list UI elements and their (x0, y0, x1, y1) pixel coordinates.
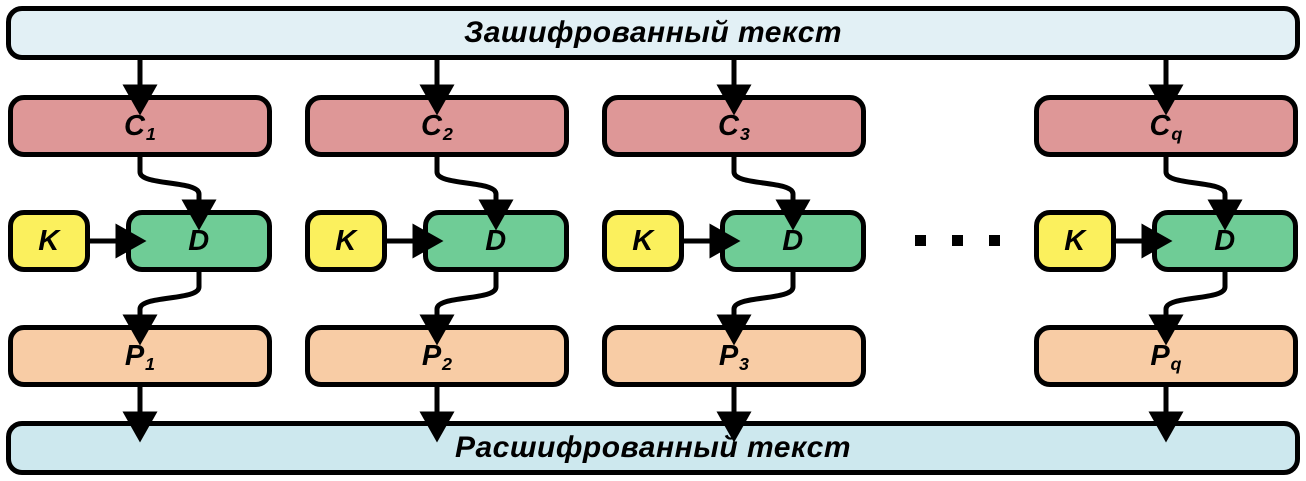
key-block-q-label: K (1064, 224, 1086, 257)
ciphertext-block-2: C2 (305, 95, 569, 157)
key-block-1: K (8, 210, 90, 272)
decrypt-block-3: D (720, 210, 866, 272)
plaintext-block-3-label: P3 (718, 339, 750, 374)
decrypt-block-q: D (1152, 210, 1298, 272)
plaintext-block-1-letter: P (124, 339, 145, 372)
ciphertext-block-1-label: C1 (124, 109, 157, 144)
plaintext-block-2-subscript: 2 (442, 353, 453, 374)
arrow-c3-to-d3 (731, 157, 811, 231)
decrypt-block-1-label: D (188, 224, 210, 257)
ciphertext-block-q-letter: C (1149, 109, 1171, 142)
decrypt-block-1: D (126, 210, 272, 272)
key-block-3-label: K (632, 224, 654, 257)
ciphertext-block-2-letter: C (421, 109, 443, 142)
arrow-d2-to-p2 (419, 272, 499, 346)
key-block-2-label: K (335, 224, 357, 257)
ciphertext-banner: Зашифрованный текст (6, 6, 1300, 60)
key-block-3: K (602, 210, 684, 272)
plaintext-banner-label: Расшифрованный текст (454, 431, 852, 464)
decrypt-block-3-label: D (782, 224, 804, 257)
decrypt-block-2-label: D (485, 224, 507, 257)
plaintext-block-2-letter: P (421, 339, 442, 372)
decrypt-block-q-label: D (1214, 224, 1236, 257)
arrow-d1-to-p1 (122, 272, 202, 346)
plaintext-block-q: Pq (1034, 325, 1298, 387)
plaintext-block-3: P3 (602, 325, 866, 387)
ciphertext-block-1: C1 (8, 95, 272, 157)
ciphertext-block-q-subscript: q (1171, 123, 1183, 144)
key-block-1-label: K (38, 224, 60, 257)
arrow-dq-to-pq (1148, 272, 1228, 346)
ellipsis-dot-2 (952, 235, 963, 246)
plaintext-block-q-label: Pq (1150, 339, 1183, 374)
arrow-cq-to-dq (1163, 157, 1243, 231)
arrow-c2-to-d2 (434, 157, 514, 231)
key-block-2: K (305, 210, 387, 272)
ciphertext-block-1-subscript: 1 (145, 123, 157, 144)
ciphertext-block-2-label: C2 (421, 109, 454, 144)
plaintext-block-1-label: P1 (124, 339, 156, 374)
ciphertext-block-3-letter: C (718, 109, 740, 142)
arrow-d3-to-p3 (716, 272, 796, 346)
ciphertext-block-2-subscript: 2 (442, 123, 454, 144)
plaintext-block-1: P1 (8, 325, 272, 387)
ellipsis-dot-1 (915, 235, 926, 246)
key-block-q: K (1034, 210, 1116, 272)
ciphertext-block-1-letter: C (124, 109, 146, 142)
ellipsis-dot-3 (989, 235, 1000, 246)
ciphertext-block-q: Cq (1034, 95, 1298, 157)
plaintext-block-2: P2 (305, 325, 569, 387)
arrow-c1-to-d1 (137, 157, 217, 231)
ciphertext-banner-label: Зашифрованный текст (463, 16, 843, 49)
plaintext-block-3-subscript: 3 (739, 353, 750, 374)
ciphertext-block-q-label: Cq (1149, 109, 1183, 144)
plaintext-banner: Расшифрованный текст (6, 421, 1300, 475)
plaintext-block-1-subscript: 1 (145, 353, 156, 374)
plaintext-block-q-subscript: q (1170, 353, 1183, 374)
decrypt-block-2: D (423, 210, 569, 272)
plaintext-block-3-letter: P (718, 339, 739, 372)
ciphertext-block-3: C3 (602, 95, 866, 157)
ciphertext-block-3-label: C3 (718, 109, 751, 144)
plaintext-block-2-label: P2 (421, 339, 453, 374)
ciphertext-block-3-subscript: 3 (739, 123, 751, 144)
plaintext-block-q-letter: P (1150, 339, 1171, 372)
